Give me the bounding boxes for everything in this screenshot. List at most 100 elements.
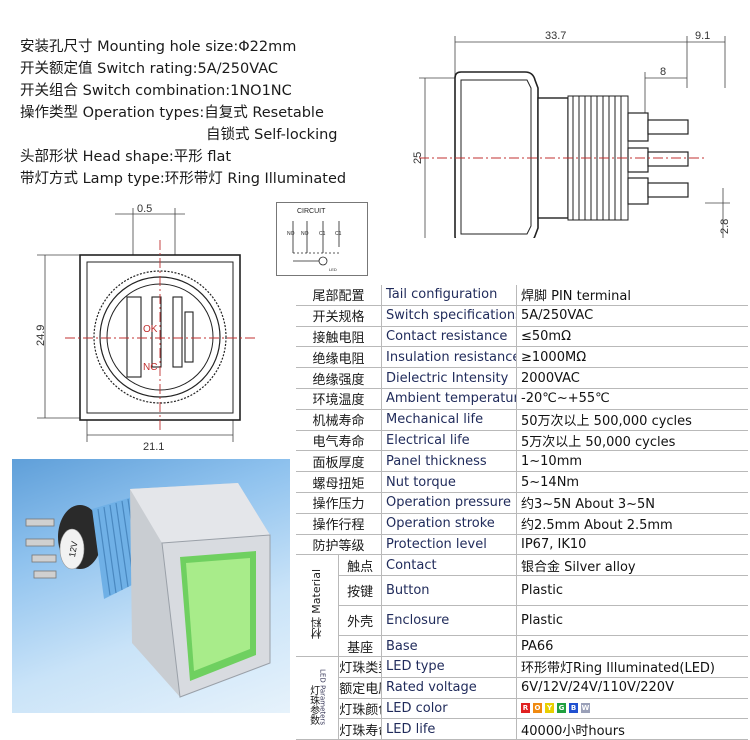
material-row-zh: 基座 [338,635,382,657]
material-row-value: Plastic [516,605,748,637]
led-row-en: LED color [381,698,517,720]
material-row-zh: 外壳 [338,605,382,637]
led-row-zh: 灯珠类型 [338,656,382,678]
spec-row-zh: 面板厚度 [296,450,382,473]
spec-lamp-type: 带灯方式 Lamp type:环形带灯 Ring Illuminated [20,171,347,187]
spec-row-en: Tail configuration [381,285,517,306]
spec-row-zh: 电气寿命 [296,430,382,452]
spec-row-value: ≥1000MΩ [516,346,748,369]
material-row-zh: 按键 [338,575,382,607]
material-row-value: 银合金 Silver alloy [516,554,748,577]
dim-length: 33.7 [545,30,566,42]
spec-row-zh: 尾部配置 [296,285,382,306]
spec-row-en: Switch specifications [381,305,517,327]
spec-row-value: 5~14Nm [516,471,748,493]
spec-mounting-hole: 安装孔尺寸 Mounting hole size:Φ22mm [20,39,297,55]
spec-row-value: 1~10mm [516,450,748,473]
spec-row-en: Dielectric Intensity [381,367,517,389]
material-group-label: 材料 Material [296,554,340,657]
material-row-value: Plastic [516,575,748,607]
spec-row-zh: 机械寿命 [296,409,382,431]
product-photo: 12V [12,459,290,713]
spec-row-en: Ambient temperature [381,388,517,410]
dim-offset: 0.5 [137,203,152,215]
spec-row-en: Nut torque [381,471,517,493]
spec-row-en: Electrical life [381,430,517,452]
spec-operation-types: 操作类型 Operation types:自复式 Resetable [20,105,324,121]
spec-row-en: Contact resistance [381,326,517,348]
spec-row-zh: 环境温度 [296,388,382,410]
led-color-swatch: O [533,703,542,714]
led-color-swatch: R [521,703,530,714]
photo-label: 12V [67,540,80,558]
circuit-diagram: CIRCUIT NO NO C1 C1 LED [276,202,368,276]
side-view-drawing: 33.7 9.1 8 25 2.8 [412,30,731,238]
material-row-zh: 触点 [338,554,382,577]
led-row-value: 40000小时hours [516,718,748,740]
spec-row-value: -20℃~+55℃ [516,388,748,410]
spec-row-value: 50万次以上 500,000 cycles [516,409,748,431]
spec-row-zh: 操作行程 [296,513,382,535]
svg-text:NO: NO [301,231,309,237]
led-row-en: Rated voltage [381,677,517,699]
material-row-en: Enclosure [381,605,517,637]
spec-row-zh: 操作压力 [296,492,382,514]
spec-row-value: 5万次以上 50,000 cycles [516,430,748,452]
svg-text:C1: C1 [319,231,326,237]
spec-row-en: Protection level [381,534,517,556]
dim-terminal: 8 [660,66,666,78]
dim-front-width: 21.1 [143,441,164,453]
spec-row-value: 约3~5N About 3~5N [516,492,748,514]
led-row-zh: 额定电压 [338,677,382,699]
svg-text:C1: C1 [335,231,342,237]
svg-text:LED: LED [329,267,337,272]
led-color-swatch: Y [545,703,554,714]
spec-row-value: 5A/250VAC [516,305,748,327]
material-row-en: Base [381,635,517,657]
led-row-en: LED type [381,656,517,678]
svg-text:NO: NO [287,231,295,237]
material-row-value: PA66 [516,635,748,657]
spec-row-en: Operation stroke [381,513,517,535]
led-group-label: 灯珠参数LED Parameters [296,656,340,740]
spec-row-en: Insulation resistance [381,346,517,369]
spec-row-en: Mechanical life [381,409,517,431]
spec-row-value: 约2.5mm About 2.5mm [516,513,748,535]
led-row-zh: 灯珠颜色 [338,698,382,720]
dim-pin: 2.8 [719,219,731,234]
material-row-en: Button [381,575,517,607]
spec-row-zh: 接触电阻 [296,326,382,348]
spec-head-shape: 头部形状 Head shape:平形 flat [20,149,232,165]
circuit-title: CIRCUIT [297,208,326,215]
spec-switch-combination: 开关组合 Switch combination:1NO1NC [20,83,292,99]
spec-switch-rating: 开关额定值 Switch rating:5A/250VAC [20,61,278,77]
spec-row-value: IP67, IK10 [516,534,748,556]
spec-row-value: 焊脚 PIN terminal [516,285,748,306]
spec-row-zh: 防护等级 [296,534,382,556]
led-row-value: 环形带灯Ring Illuminated(LED) [516,656,748,678]
dim-front-height: 24.9 [35,325,47,346]
led-row-en: LED life [381,718,517,740]
spec-row-value: ≤50mΩ [516,326,748,348]
spec-row-zh: 绝缘强度 [296,367,382,389]
